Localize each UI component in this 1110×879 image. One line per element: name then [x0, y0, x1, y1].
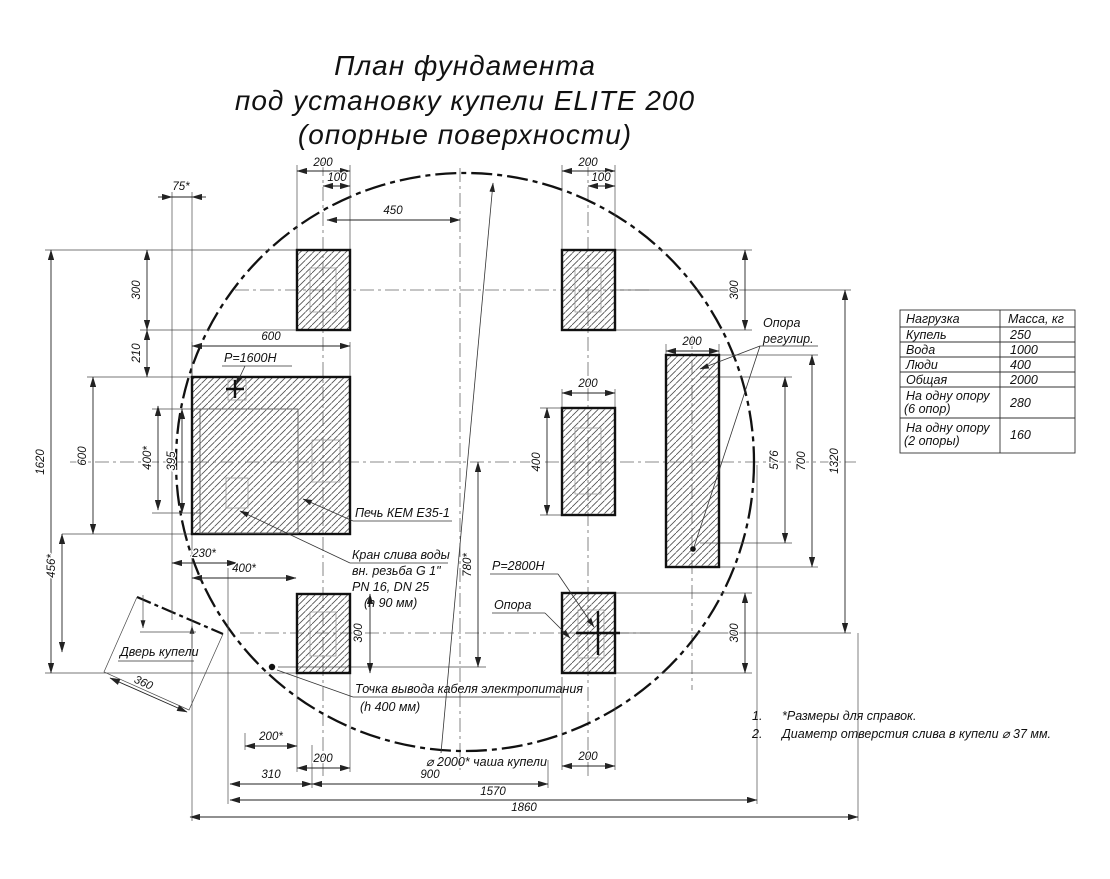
note-2-number: 2.: [751, 727, 762, 741]
note-1-number: 1.: [752, 709, 762, 723]
dimension-lines: [47, 167, 859, 821]
stove-outline: [199, 408, 299, 534]
notes: 1. *Размеры для справок. 2. Диаметр отве…: [751, 709, 1051, 741]
label-p1600: P=1600H: [224, 351, 277, 365]
support-pad-bottom-left: [295, 592, 352, 675]
dim-left-300: 300: [131, 280, 143, 300]
table-row-label: Купель: [906, 328, 947, 342]
dim-1860: 1860: [511, 802, 537, 814]
dimension-texts: 200 100 200 100 450 75* 300 210 1620 600…: [34, 156, 843, 816]
label-door: Дверь купели: [118, 645, 199, 659]
label-cable-1: Точка вывода кабеля электропитания: [355, 682, 583, 696]
adjustable-support-point: [690, 546, 696, 552]
dim-pad-b-100: 100: [591, 172, 611, 184]
dim-stove-600: 600: [261, 331, 281, 343]
table-row-label: На одну опору: [906, 389, 990, 403]
dim-900: 900: [420, 769, 440, 781]
table-row-value: 400: [1010, 358, 1031, 372]
label-stove: Печь КЕМ Е35-1: [355, 506, 450, 520]
extension-lines: [45, 165, 859, 821]
dim-700: 700: [796, 451, 808, 471]
dim-450: 450: [383, 205, 403, 217]
table-row-value: 1000: [1010, 343, 1038, 357]
table-row-value: 280: [1009, 396, 1031, 410]
label-support: Опора: [494, 598, 532, 612]
dim-230: 230*: [191, 548, 216, 560]
table-row-value: 2000: [1009, 373, 1038, 387]
label-drain-2: вн. резьба G 1": [352, 564, 441, 578]
dim-pad-b-200: 200: [577, 157, 598, 169]
label-support-adj-2: регулир.: [762, 332, 814, 346]
dim-pad-a-200: 200: [312, 157, 333, 169]
leader-lines: [118, 182, 818, 754]
stove-foundation-pad: [190, 375, 352, 536]
dim-left-210: 210: [131, 343, 143, 364]
dim-1320: 1320: [829, 448, 841, 474]
title-line-2: под установку купели ELITE 200: [235, 85, 695, 116]
table-header-load: Нагрузка: [906, 312, 960, 326]
support-pad-right-tall: [664, 353, 721, 569]
table-row-label: Вода: [906, 343, 935, 357]
dim-right-300-bot: 300: [729, 623, 741, 643]
dim-pad-a-100: 100: [327, 172, 347, 184]
label-p2800: P=2800H: [492, 559, 545, 573]
dim-pad-d-200: 200: [577, 378, 598, 390]
dim-pad-d-400: 400: [531, 452, 543, 472]
dim-pad-e-300: 300: [353, 623, 365, 643]
support-pad-center: [560, 406, 617, 517]
label-drain-4: (h 90 мм): [364, 596, 417, 610]
load-point-p1600: [226, 380, 244, 398]
table-row-value: 160: [1010, 428, 1031, 442]
dim-pad-f-200: 200: [577, 751, 598, 763]
dim-pad-g-200: 200: [681, 336, 702, 348]
label-bowl-diameter: ⌀ 2000* чаша купели: [426, 755, 547, 769]
table-row-label: Люди: [905, 358, 938, 372]
label-cable-2: (h 400 мм): [360, 700, 420, 714]
table-row-label-2: (2 опоры): [904, 434, 960, 448]
dim-400h: 400*: [232, 563, 256, 575]
dim-576: 576: [769, 450, 781, 470]
table-header-mass: Масса, кг: [1008, 312, 1064, 326]
support-pad-top-right: [560, 248, 617, 332]
load-point-p2800: [576, 611, 620, 655]
table-row-value: 250: [1009, 328, 1031, 342]
dim-left-600: 600: [77, 446, 89, 466]
label-drain-1: Кран слива воды: [352, 548, 450, 562]
dim-right-300-top: 300: [729, 280, 741, 300]
table-row-label: На одну опору: [906, 421, 990, 435]
dim-1620: 1620: [35, 449, 47, 475]
cable-exit-point: [268, 663, 276, 671]
label-support-adj-1: Опора: [763, 316, 801, 330]
dim-456: 456*: [46, 554, 58, 578]
note-1-text: *Размеры для справок.: [782, 709, 916, 723]
table-row-label-2: (6 опор): [904, 402, 950, 416]
dim-1570: 1570: [480, 786, 506, 798]
support-pads: [190, 248, 721, 675]
dim-75: 75*: [172, 181, 190, 193]
note-2-text: Диаметр отверстия слива в купели ⌀ 37 мм…: [780, 727, 1051, 741]
bowl-outline-circle: [174, 171, 756, 753]
table-row-label: Общая: [906, 373, 947, 387]
dim-left-395: 395: [166, 451, 178, 471]
callout-labels: P=1600H Печь КЕМ Е35-1 Кран слива воды в…: [118, 316, 814, 769]
support-pad-top-left: [295, 248, 352, 332]
label-drain-3: PN 16, DN 25: [352, 580, 429, 594]
title-line-1: План фундамента: [334, 50, 596, 81]
dim-780: 780*: [462, 553, 474, 577]
load-table: Нагрузка Масса, кг Купель 250 Вода 1000 …: [899, 309, 1076, 454]
title-line-3: (опорные поверхности): [298, 119, 632, 150]
title-block: План фундамента под установку купели ELI…: [235, 50, 695, 150]
dim-left-400: 400*: [142, 446, 154, 470]
dim-200s: 200*: [258, 731, 283, 743]
dim-310: 310: [261, 769, 281, 781]
dim-pad-e-200: 200: [312, 753, 333, 765]
